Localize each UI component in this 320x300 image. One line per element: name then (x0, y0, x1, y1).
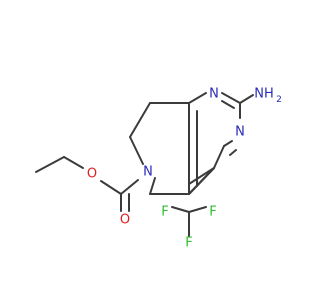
bond-c4-ccf3-real (188, 167, 215, 185)
atom-nh2: NH 2 (254, 87, 282, 106)
bond-c4-ccf3 (188, 167, 215, 195)
bond-n3-c4 (223, 140, 233, 147)
atom-n6: N (143, 165, 153, 180)
bond-ccarbonyl-oether (100, 180, 122, 195)
bond-n6-c5 (149, 177, 156, 195)
atom-n1: N (209, 87, 219, 102)
atom-nh2-subscript: 2 (276, 95, 282, 105)
bond-oether-ch2 (63, 156, 84, 169)
bond-ccf3-fright (188, 206, 207, 213)
bond-ch2-ch3 (35, 156, 65, 173)
bond-n1-c2-double (221, 100, 235, 109)
bond-c7-n6 (129, 136, 144, 165)
molecule-structure-diagram: N N N O O NH 2 F F F (35, 87, 282, 251)
bonds (35, 92, 254, 237)
bond-n6-ccarbonyl (120, 179, 139, 195)
atom-f-right: F (209, 205, 216, 220)
bond-n1-c2 (221, 92, 241, 104)
bond-c8-c7 (129, 102, 151, 138)
bond-c2-nh2 (239, 94, 254, 104)
atom-n3: N (235, 125, 245, 140)
bond-c4-n3-link (213, 145, 225, 169)
atom-o-ether: O (87, 167, 97, 182)
atom-f-left: F (161, 205, 168, 220)
atom-labels: N N N O O NH 2 F F F (87, 87, 282, 251)
atom-f-top: F (185, 236, 192, 251)
bond-n3-c4-double (229, 149, 237, 156)
bond-c8a-n1 (188, 92, 207, 104)
atom-nh2-main: NH (254, 87, 274, 102)
bond-ccf3-fleft (171, 206, 190, 213)
atom-o-carbonyl: O (120, 213, 130, 228)
